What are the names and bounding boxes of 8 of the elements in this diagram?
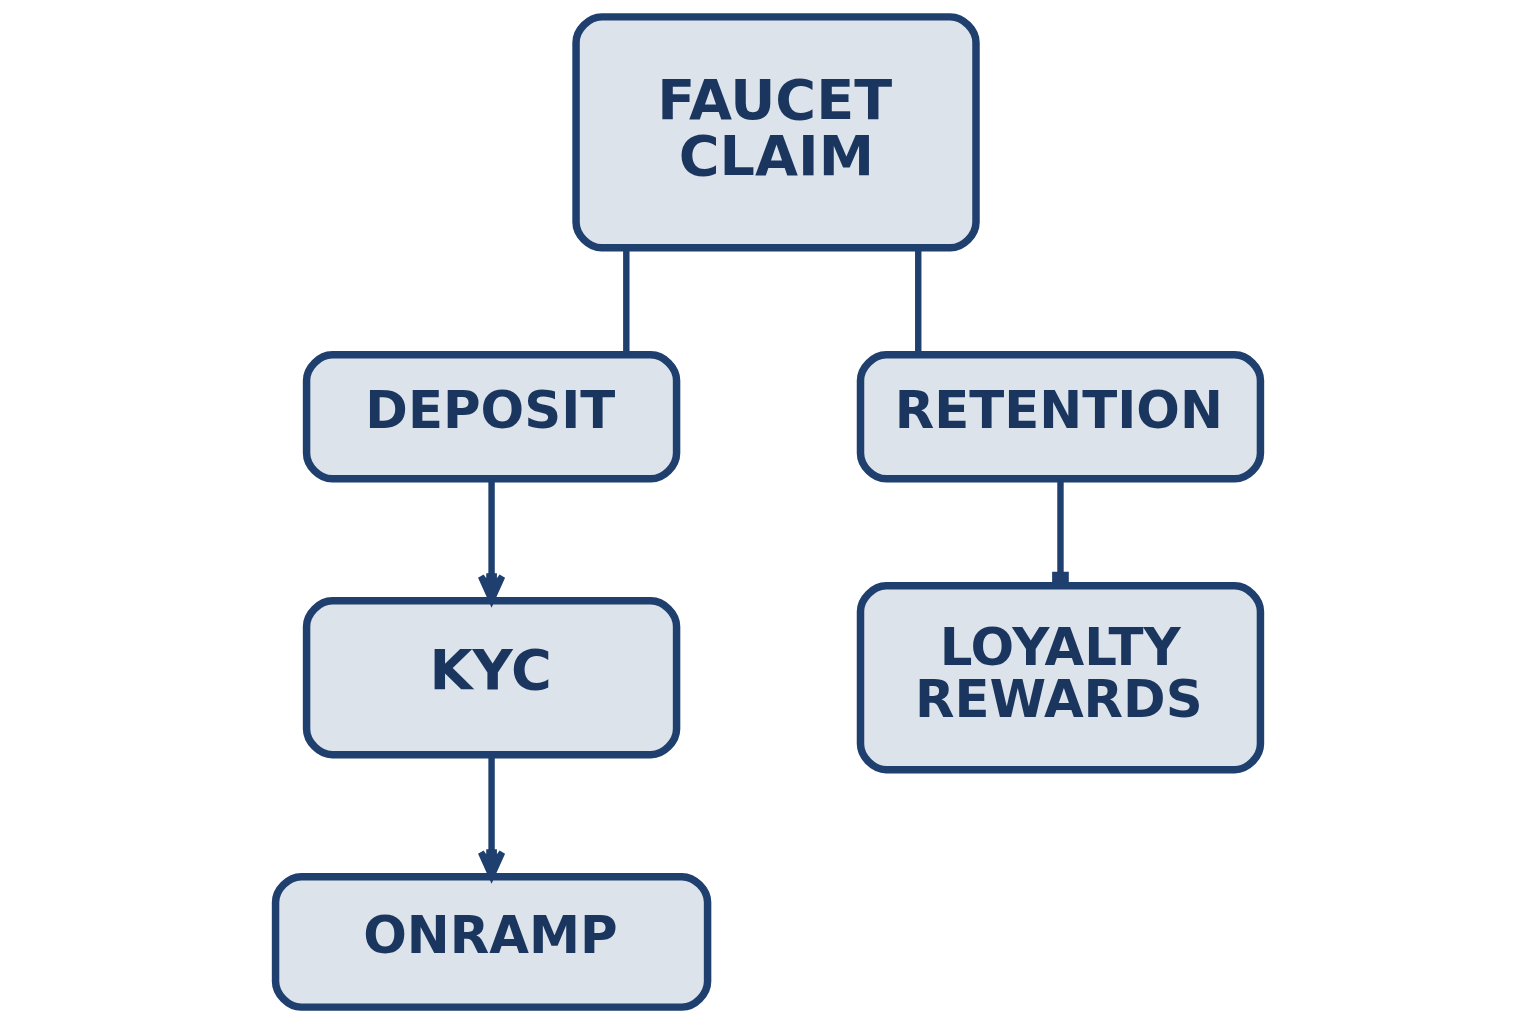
node-box: ONRAMP [271, 872, 712, 1011]
connector [623, 248, 630, 355]
node-box: FAUCET CLAIM [572, 13, 980, 252]
node-box: DEPOSIT [302, 351, 681, 483]
node-box: RETENTION [856, 351, 1265, 483]
node-box: LOYALTY REWARDS [856, 582, 1265, 774]
connector [915, 248, 922, 355]
node-box: KYC [302, 597, 681, 759]
